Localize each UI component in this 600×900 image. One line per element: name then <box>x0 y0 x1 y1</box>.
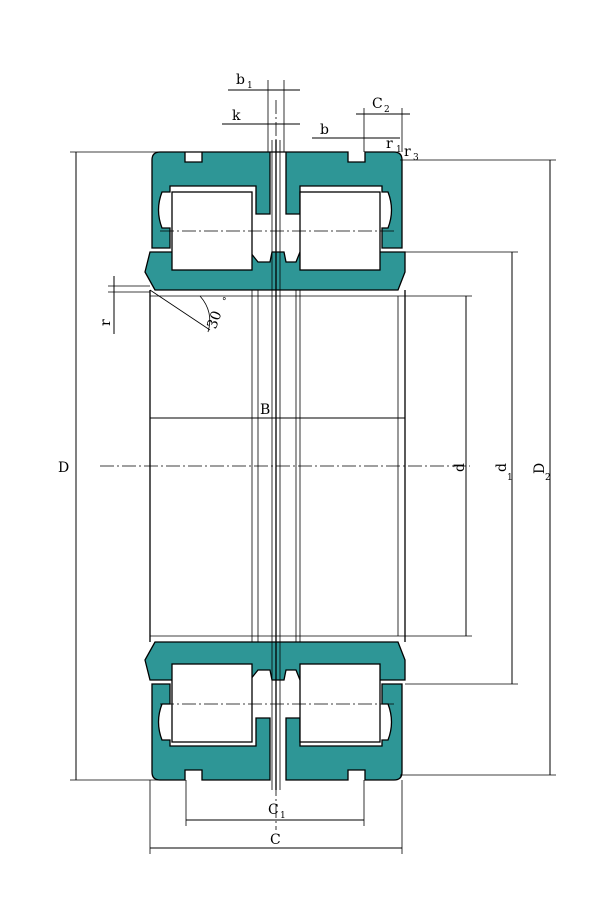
label-k: k <box>232 108 241 124</box>
label-b1-sub: 1 <box>247 81 253 91</box>
label-B: B <box>260 402 270 418</box>
label-r1-sub: 1 <box>396 145 402 155</box>
roller-bottom-left <box>171 663 253 743</box>
label-D: D <box>58 460 69 476</box>
label-d1: d <box>494 463 510 472</box>
outer-ring-bottom <box>151 683 403 781</box>
label-d1-sub: 1 <box>507 473 513 483</box>
label-angle: 30 <box>204 309 225 331</box>
roller-bottom-right <box>299 663 381 743</box>
label-C: C <box>270 832 281 848</box>
label-b: b <box>320 122 329 138</box>
label-d: d <box>452 463 468 472</box>
label-r: r <box>98 319 114 326</box>
label-b1: b <box>236 72 245 88</box>
label-r3-sub: 3 <box>413 153 419 163</box>
label-r1: r <box>386 136 393 152</box>
label-C1-sub: 1 <box>280 811 286 821</box>
label-C2-sub: 2 <box>384 105 390 115</box>
label-D2-sub: 2 <box>545 473 551 483</box>
label-D2: D <box>532 463 548 474</box>
label-angle-unit: ° <box>222 297 227 307</box>
label-C2: C <box>372 96 383 112</box>
outer-ring-top <box>151 151 403 249</box>
label-r3: r <box>404 144 411 160</box>
label-C1: C <box>268 802 279 818</box>
